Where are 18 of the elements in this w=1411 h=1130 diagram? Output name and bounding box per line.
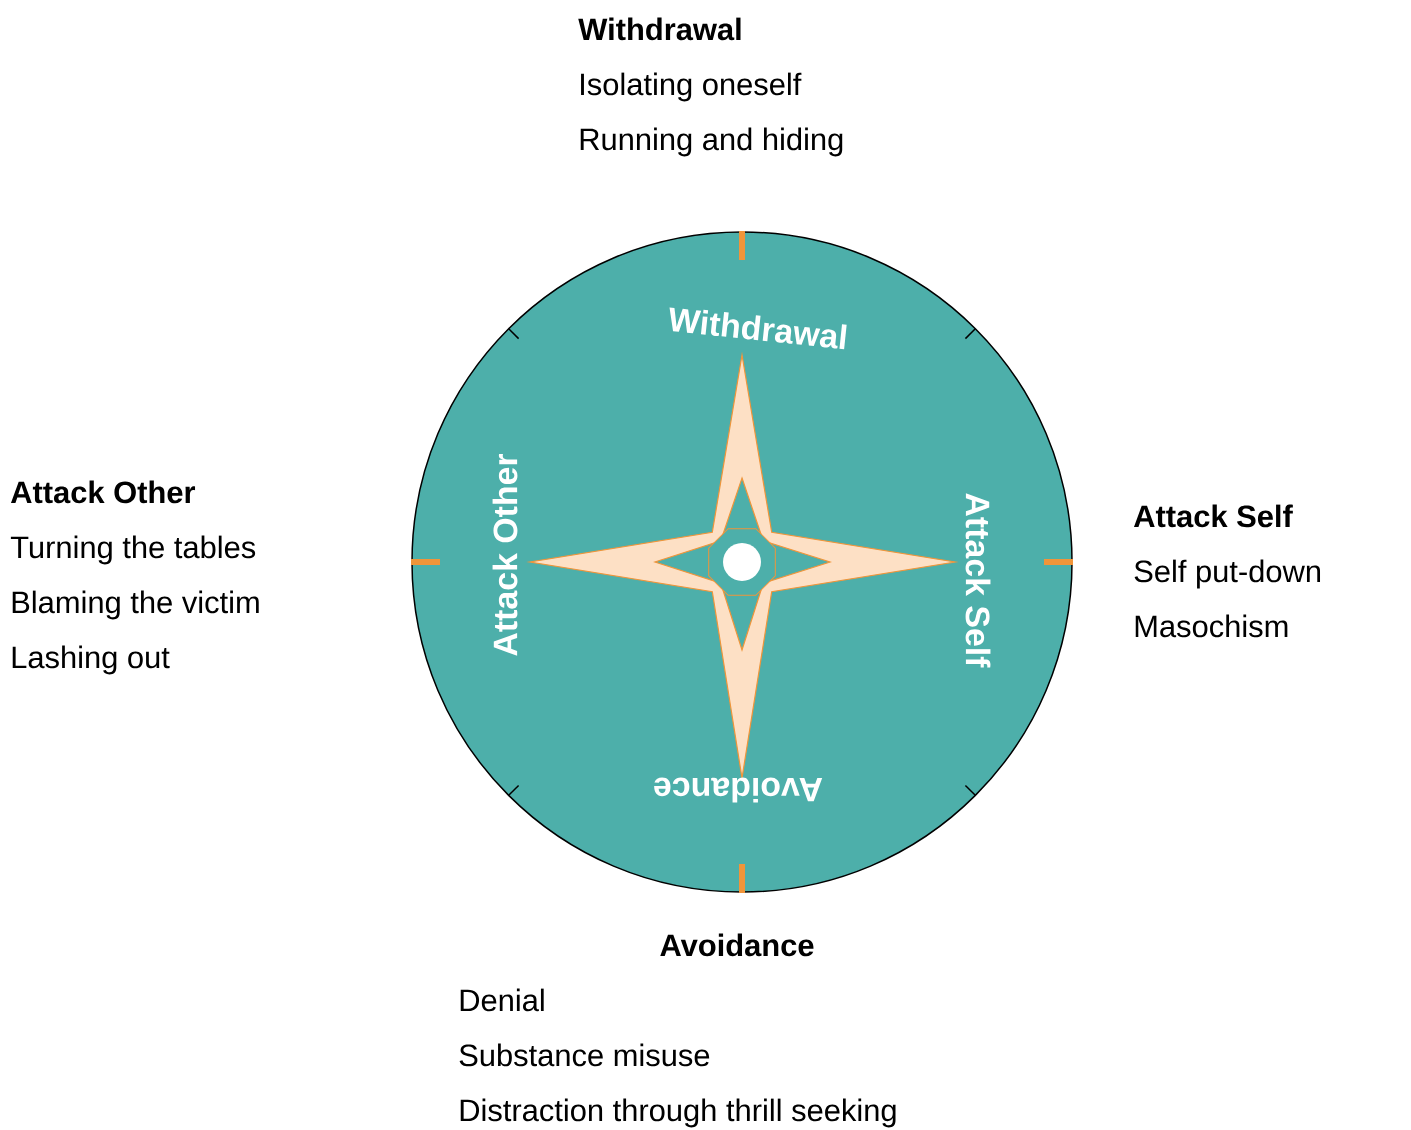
dial-label: Avoidance (654, 777, 823, 803)
list-item: Lashing out (12, 645, 170, 675)
list-item: Isolating oneself (581, 72, 802, 102)
list-item: Running and hiding (580, 127, 843, 157)
list-item: Denial (460, 988, 544, 1012)
dial-label: Attack Self (965, 493, 991, 668)
list-item: Substance misuse (459, 1043, 710, 1067)
list-item: Turning the tables (10, 535, 256, 565)
group-heading: Attack Other (10, 480, 196, 504)
list-item: Masochism (1135, 614, 1288, 638)
list-item: Distraction through thrill seeking (460, 1098, 896, 1128)
group-heading: Avoidance (660, 933, 814, 957)
group-heading: Withdrawal (578, 17, 741, 41)
dial-label: Withdrawal (669, 307, 847, 350)
dial-label: Attack Other (492, 453, 518, 656)
list-item: Blaming the victim (12, 590, 259, 620)
group-heading: Attack Self (1134, 504, 1293, 528)
list-item: Self put-down (1134, 559, 1320, 589)
